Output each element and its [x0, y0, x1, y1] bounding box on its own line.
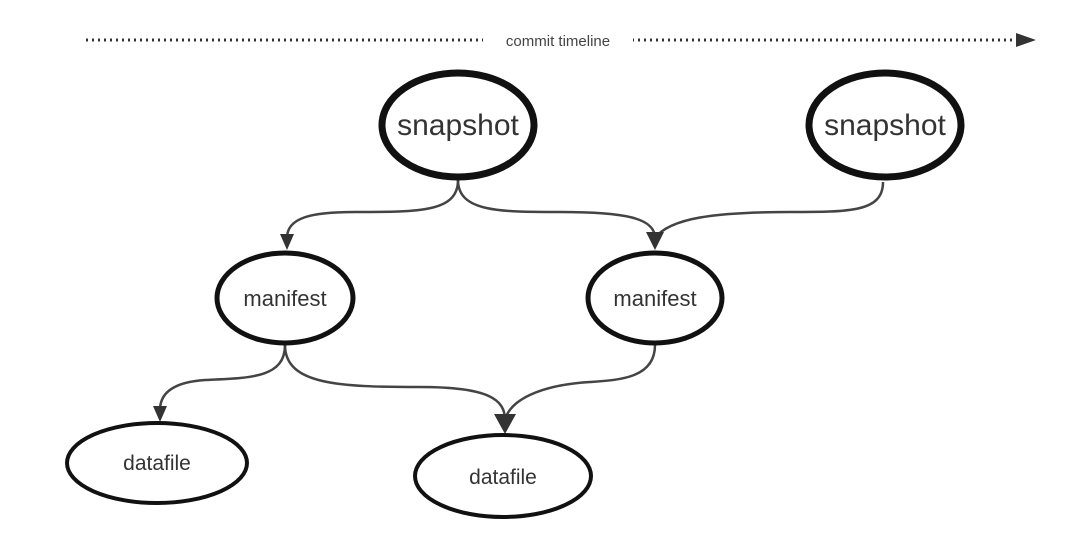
edge-manifest1-datafile2 [283, 344, 507, 421]
snapshot-node-2: snapshot [805, 69, 965, 181]
snapshot-node-1: snapshot [378, 69, 538, 181]
timeline-label-background [483, 30, 633, 50]
manifest-node-1-shape [214, 250, 356, 346]
manifest-node-1-label: manifest [243, 286, 326, 311]
commit-timeline: commit timeline [86, 30, 1036, 50]
datafile-node-2: datafile [413, 433, 593, 519]
edges [158, 179, 885, 421]
arrow-into-datafile1-icon [153, 406, 167, 422]
manifest-node-2: manifest [585, 250, 725, 346]
arrow-into-manifest1-icon [280, 234, 294, 250]
snapshot-node-1-label: snapshot [397, 109, 519, 142]
arrow-into-manifest2-icon [646, 232, 664, 250]
datafile-node-1-label: datafile [123, 452, 191, 475]
datafile-node-1: datafile [65, 421, 249, 505]
timeline-label: commit timeline [506, 33, 610, 50]
edge-manifest1-datafile1 [158, 344, 287, 411]
manifest-node-1: manifest [214, 250, 356, 346]
edge-snapshot1-manifest2 [456, 179, 657, 239]
datafile-node-2-label: datafile [469, 466, 537, 489]
edge-snapshot2-manifest2 [654, 181, 885, 239]
arrow-into-datafile2-icon [494, 414, 516, 434]
snapshot-node-2-shape [805, 69, 965, 181]
edge-manifest2-datafile2 [503, 344, 657, 421]
manifest-node-2-shape [585, 250, 725, 346]
timeline-arrowhead-icon [1016, 33, 1036, 47]
datafile-node-1-shape [65, 421, 249, 505]
edge-snapshot1-manifest1 [285, 179, 460, 239]
datafile-node-2-shape [413, 433, 593, 519]
snapshot-node-2-label: snapshot [824, 109, 946, 142]
arrowheads [153, 232, 664, 434]
manifest-node-2-label: manifest [613, 286, 696, 311]
snapshot-node-1-shape [378, 69, 538, 181]
